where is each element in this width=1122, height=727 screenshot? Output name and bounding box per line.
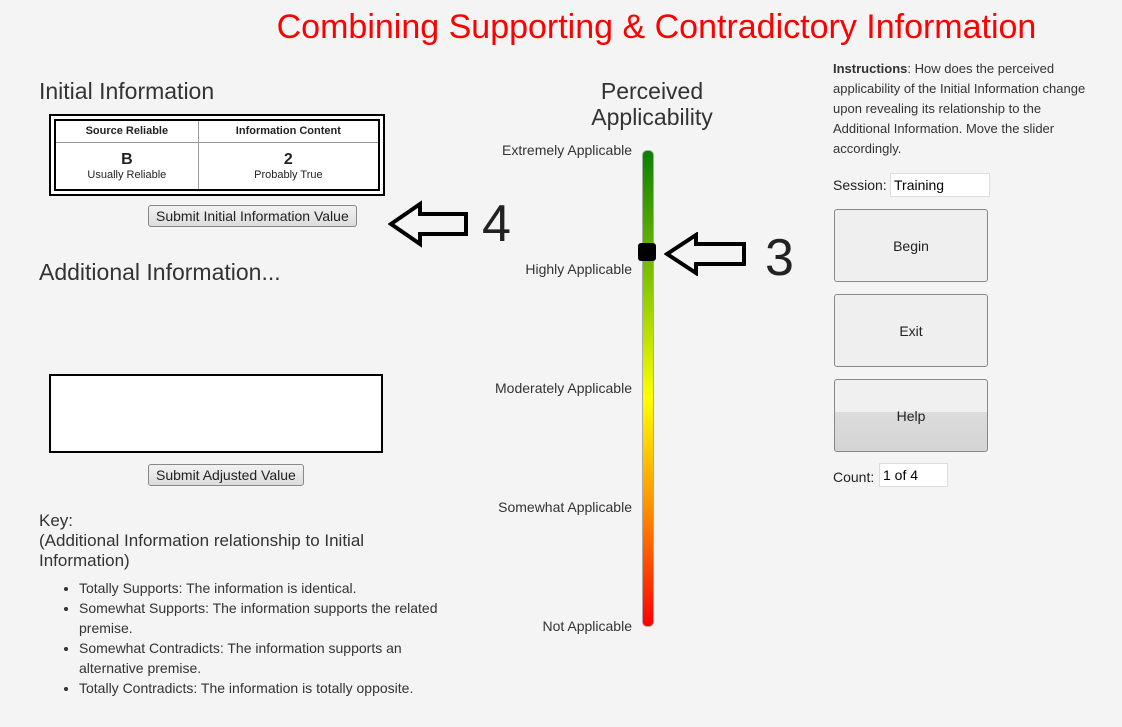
source-reliable-header: Source Reliable [54, 119, 199, 143]
information-content-desc: Probably True [254, 168, 323, 181]
instructions-label: Instructions [833, 61, 908, 76]
annotation-4: 4 [482, 195, 511, 253]
count-label: Count: [833, 469, 875, 485]
slider-label-highly: Highly Applicable [525, 261, 632, 277]
source-reliable-desc: Usually Reliable [87, 168, 167, 181]
key-item: Totally Contradicts: The information is … [79, 678, 459, 698]
arrow-left-icon [388, 200, 468, 248]
submit-adjusted-value-button[interactable]: Submit Adjusted Value [148, 464, 304, 486]
slider-label-not: Not Applicable [542, 618, 632, 634]
submit-initial-value-button[interactable]: Submit Initial Information Value [148, 205, 357, 227]
key-subheading: (Additional Information relationship to … [39, 531, 365, 570]
arrow-left-icon [664, 232, 746, 276]
begin-button[interactable]: Begin [834, 209, 988, 282]
instructions-text: : How does the perceived applicability o… [833, 61, 1086, 156]
instructions: Instructions: How does the perceived app… [833, 59, 1098, 159]
information-content-value: 2 [283, 150, 293, 168]
key-item: Somewhat Supports: The information suppo… [79, 598, 459, 638]
source-reliable-value: B [121, 150, 133, 168]
count-input [879, 463, 948, 487]
slider-label-moderately: Moderately Applicable [495, 380, 632, 396]
annotation-3: 3 [765, 229, 794, 287]
additional-information-heading: Additional Information... [39, 259, 281, 285]
initial-information-heading: Initial Information [39, 78, 215, 104]
key-item: Somewhat Contradicts: The information su… [79, 638, 459, 678]
slider-label-extremely: Extremely Applicable [502, 142, 632, 158]
applicability-slider-track[interactable] [642, 150, 654, 627]
slider-heading: Perceived Applicability [591, 78, 713, 130]
slider-label-somewhat: Somewhat Applicable [498, 499, 632, 515]
exit-button[interactable]: Exit [834, 294, 988, 367]
page-title: Combining Supporting & Contradictory Inf… [276, 8, 1037, 46]
session-label: Session: [833, 177, 887, 193]
help-button[interactable]: Help [834, 379, 988, 452]
additional-information-box [49, 374, 383, 453]
key-item: Totally Supports: The information is ide… [79, 578, 459, 598]
information-content-header: Information Content [197, 119, 380, 143]
session-input[interactable] [890, 173, 990, 197]
applicability-slider-thumb[interactable] [638, 243, 656, 262]
key-heading: Key: [39, 511, 74, 530]
